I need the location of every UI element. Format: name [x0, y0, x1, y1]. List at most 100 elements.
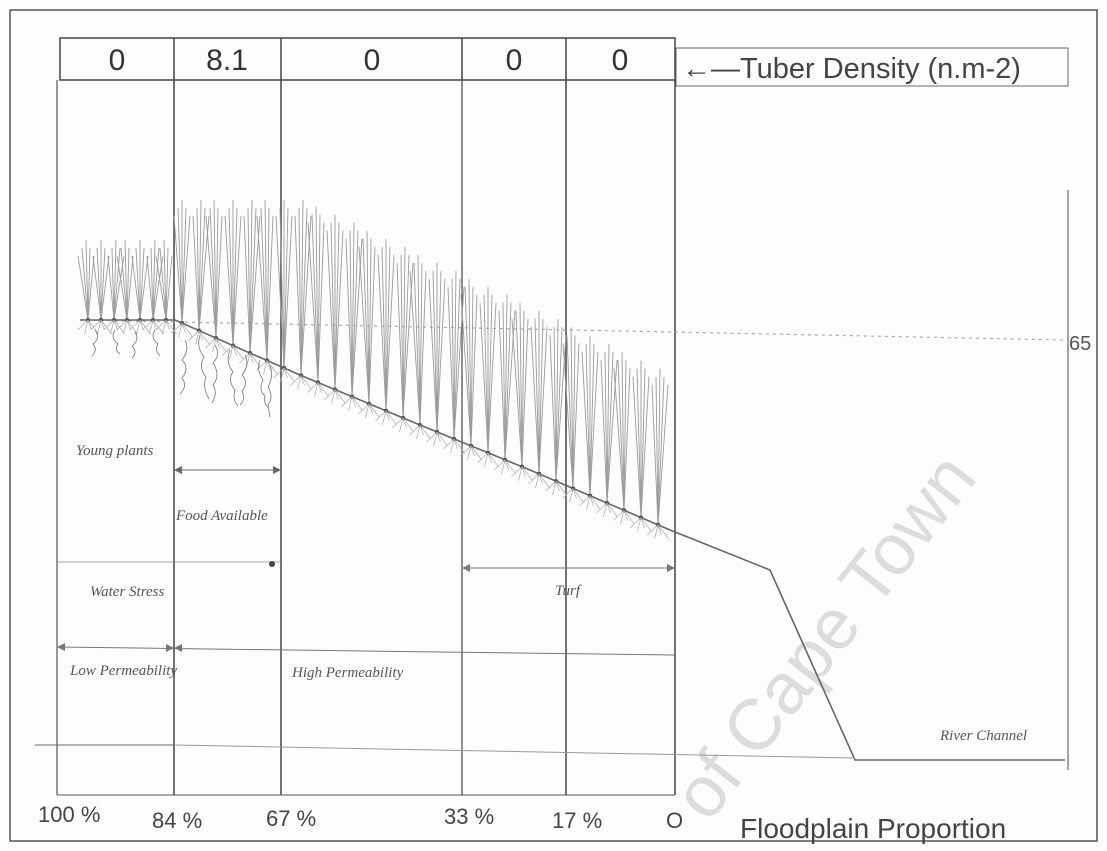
reed-leaf: [213, 199, 217, 339]
root: [341, 396, 353, 407]
root: [232, 345, 237, 356]
root: [178, 322, 183, 338]
outer-frame: [9, 9, 1098, 842]
label-river-channel: River Channel: [939, 728, 1027, 744]
root: [358, 403, 370, 415]
reed-leaf: [515, 310, 523, 467]
root: [155, 319, 167, 331]
root: [280, 367, 285, 383]
root: [126, 319, 131, 331]
reed-leaf: [366, 230, 370, 404]
reed-leaf: [307, 222, 319, 383]
reed-leaf: [504, 294, 508, 460]
reed-leaf: [617, 360, 625, 511]
root: [409, 424, 421, 436]
reed-leaf: [181, 215, 191, 324]
reed-leaf: [432, 270, 438, 432]
reed-leaf: [165, 247, 169, 321]
reed-leaf: [589, 351, 599, 496]
reed-leaf: [636, 368, 642, 518]
root: [579, 495, 591, 506]
label-food-available: Food Available: [175, 508, 268, 524]
root: [222, 345, 234, 356]
root: [518, 466, 523, 481]
reed-leaf: [111, 247, 115, 321]
root: [375, 410, 387, 422]
reed-leaf: [92, 255, 102, 321]
reed-leaf: [358, 246, 370, 404]
reed-leaf: [402, 246, 406, 418]
reed-leaf: [315, 206, 319, 383]
reed-leaf: [131, 255, 141, 321]
reed-leaf: [298, 207, 302, 376]
reed-leaf: [165, 255, 173, 321]
reed-leaf: [604, 351, 608, 504]
reed-leaf: [613, 368, 625, 511]
reed-leaf: [402, 254, 410, 418]
root: [314, 382, 319, 397]
root: [348, 396, 353, 411]
reed-leaf: [468, 278, 472, 446]
root: [382, 410, 387, 425]
reed-leaf: [266, 215, 274, 361]
root: [324, 389, 336, 400]
root: [436, 431, 448, 447]
root: [402, 417, 407, 429]
reed-leaf: [562, 343, 574, 489]
reed-leaf: [330, 222, 336, 390]
reed-leaf: [120, 247, 128, 321]
root: [606, 502, 611, 514]
root: [606, 502, 618, 518]
reed-leaf: [177, 207, 183, 324]
root: [535, 473, 540, 488]
root: [273, 367, 285, 379]
root: [484, 452, 489, 467]
root: [162, 319, 167, 335]
arrow-head: [462, 564, 470, 572]
root: [572, 488, 577, 499]
root: [90, 319, 102, 331]
reed-leaf: [651, 384, 659, 525]
reed-leaf: [139, 247, 145, 321]
root: [460, 445, 472, 457]
reed-leaf: [275, 215, 285, 368]
root: [613, 510, 625, 521]
root: [569, 488, 574, 503]
reed-leaf: [113, 247, 121, 321]
permeability-bracket: [56, 646, 676, 656]
reed-leaf: [436, 278, 446, 432]
reed-leaf: [538, 318, 544, 474]
root: [402, 417, 414, 433]
reed-leaf: [152, 239, 156, 321]
root: [589, 495, 601, 510]
tick-100: 100 %: [38, 802, 100, 827]
label-high-permeability: High Permeability: [291, 665, 404, 681]
root: [419, 424, 431, 440]
density-value: 0: [364, 44, 381, 77]
reed-leaf: [173, 215, 183, 324]
density-value: 0: [506, 44, 523, 77]
reed-leaf: [155, 255, 167, 321]
root: [640, 517, 652, 532]
root: [331, 389, 336, 404]
arrow-head: [667, 564, 675, 572]
reed-leaf: [279, 207, 285, 368]
root: [368, 403, 373, 414]
reed-leaf: [640, 376, 650, 518]
reed-leaf: [196, 207, 200, 331]
root: [212, 337, 217, 353]
label-turf: Turf: [555, 583, 582, 599]
reed-leaf: [460, 294, 472, 446]
root: [110, 319, 115, 335]
reed-leaf: [428, 278, 438, 432]
root: [419, 424, 424, 436]
root: [392, 417, 404, 429]
root: [129, 319, 141, 331]
reed-leaf: [589, 343, 595, 496]
reed-leaf: [249, 199, 253, 354]
reed-leaf: [555, 319, 559, 482]
root: [385, 410, 390, 421]
root: [433, 431, 438, 447]
root: [307, 382, 319, 393]
reed-leaf: [87, 255, 95, 321]
